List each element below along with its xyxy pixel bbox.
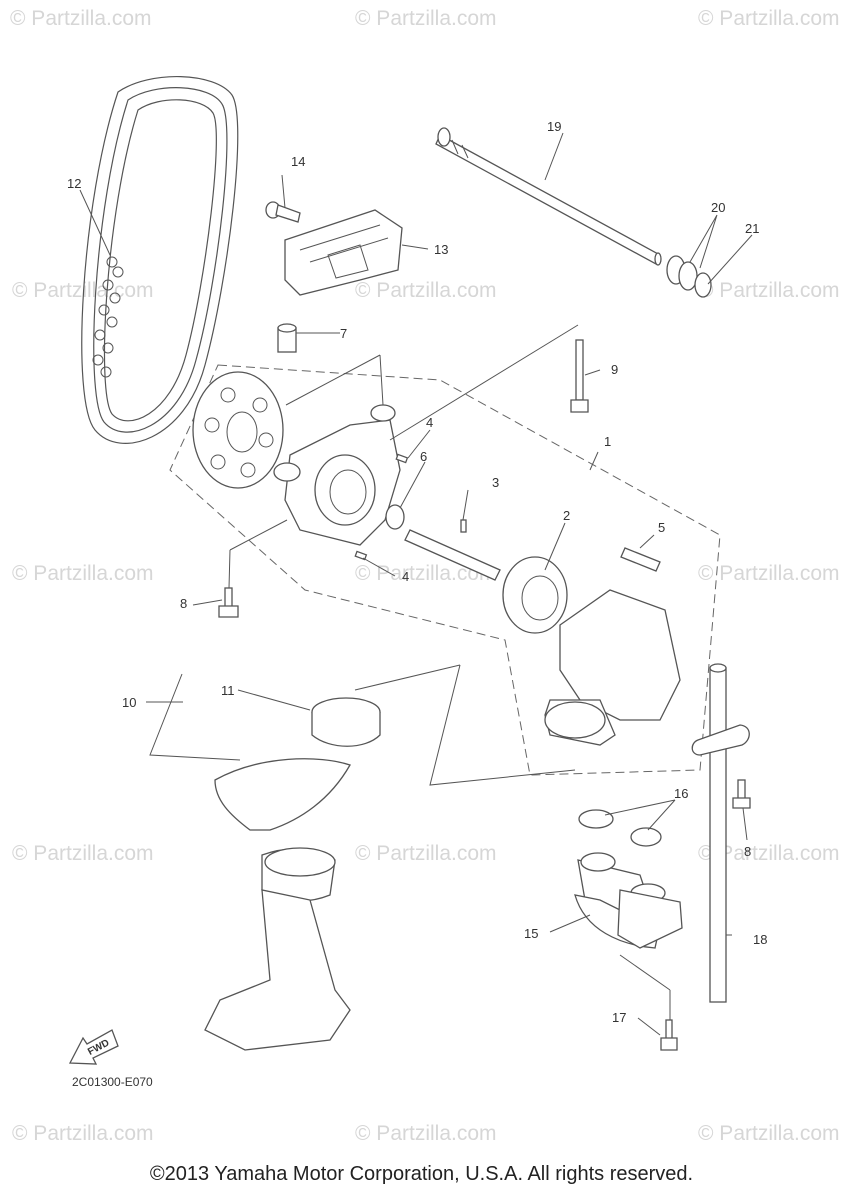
o-ring-16 (578, 809, 614, 829)
watermark: © Partzilla.com (698, 7, 840, 30)
callout-15: 15 (524, 926, 538, 941)
callout-16: 16 (674, 786, 688, 801)
watermark: © Partzilla.com (355, 279, 497, 302)
callout-8: 8 (180, 596, 187, 611)
callout-3: 3 (492, 475, 499, 490)
collar (277, 323, 297, 353)
callout-1: 1 (604, 434, 611, 449)
watermark: © Partzilla.com (10, 7, 152, 30)
drive-chain (81, 76, 239, 444)
bolt-14 (265, 201, 301, 223)
watermark: © Partzilla.com (698, 842, 840, 865)
callout-9: 9 (611, 362, 618, 377)
bolt-8 (732, 779, 751, 809)
watermark: © Partzilla.com (12, 842, 154, 865)
oil-strainer (204, 697, 381, 1051)
callout-19: 19 (547, 119, 561, 134)
oil-pipe (691, 663, 750, 1003)
drawing-code: 2C01300-E070 (72, 1075, 153, 1089)
watermark: © Partzilla.com (698, 562, 840, 585)
callout-10: 10 (122, 695, 136, 710)
watermark: © Partzilla.com (355, 1122, 497, 1145)
watermark: © Partzilla.com (12, 279, 154, 302)
pump-sprocket (192, 371, 284, 489)
callout-4: 4 (426, 415, 433, 430)
watermark: © Partzilla.com (355, 562, 497, 585)
callout-2: 2 (563, 508, 570, 523)
watermark: © Partzilla.com (12, 562, 154, 585)
callout-11: 11 (221, 683, 235, 698)
callout-18: 18 (753, 932, 767, 947)
watermark: © Partzilla.com (698, 1122, 840, 1145)
callout-8: 8 (744, 844, 751, 859)
oil-pump-assembly-outline (169, 364, 721, 776)
chain-guide (284, 209, 403, 296)
pump-housing (544, 589, 681, 746)
pump-rotor (502, 556, 568, 634)
dowel-pin (395, 453, 409, 464)
pump-body (273, 404, 401, 546)
callout-6: 6 (420, 449, 427, 464)
watermark: © Partzilla.com (698, 279, 840, 302)
bolt-8 (218, 587, 239, 618)
pump-shaft (435, 127, 662, 266)
callout-17: 17 (612, 1010, 626, 1025)
watermark: © Partzilla.com (355, 7, 497, 30)
dowel-pin (354, 550, 368, 561)
o-ring-16 (630, 827, 662, 847)
fwd-arrow: FWD (68, 1029, 119, 1065)
callouts: 1 2 3 4 4 5 6 7 8 8 9 10 11 12 13 14 15 … (67, 119, 767, 1025)
joint-pipe (574, 852, 683, 949)
callout-4: 4 (402, 569, 409, 584)
bolt-9 (570, 339, 589, 413)
o-rings (666, 255, 712, 298)
watermark-layer: © Partzilla.com © Partzilla.com © Partzi… (10, 7, 840, 1145)
callout-12: 12 (67, 176, 81, 191)
callout-5: 5 (658, 520, 665, 535)
bolt-5 (620, 547, 661, 572)
callout-20: 20 (711, 200, 725, 215)
callout-21: 21 (745, 221, 759, 236)
inner-shaft (404, 519, 501, 581)
watermark: © Partzilla.com (355, 842, 497, 865)
callout-14: 14 (291, 154, 305, 169)
callout-13: 13 (434, 242, 448, 257)
watermark: © Partzilla.com (12, 1122, 154, 1145)
leader-lines (79, 132, 753, 1036)
o-ring-6 (385, 504, 405, 530)
callout-7: 7 (340, 326, 347, 341)
copyright-notice: ©2013 Yamaha Motor Corporation, U.S.A. A… (149, 1163, 694, 1185)
bolt-17 (660, 1019, 678, 1051)
